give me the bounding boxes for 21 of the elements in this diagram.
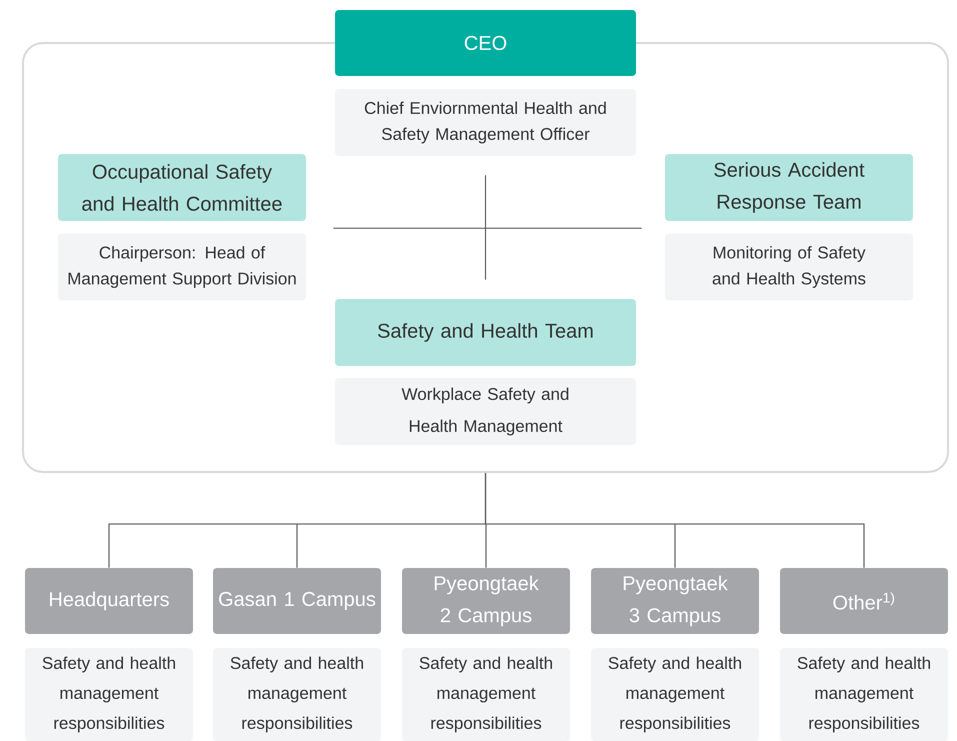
description-box: Safety and health management responsibilities xyxy=(25,648,193,741)
description-box: Safety and health management responsibilities xyxy=(591,648,759,741)
description-box: Safety and health management responsibilities xyxy=(213,648,381,741)
header-box: Gasan 1 Campus xyxy=(213,568,381,634)
description-box: Safety and health management responsibilities xyxy=(402,648,570,741)
description-box: Workplace Safety and Health Management xyxy=(335,378,636,445)
connector-line xyxy=(484,175,486,280)
header-box: Other$^{1)}$ xyxy=(780,568,948,634)
header-box: Pyeongtaek 3 Campus xyxy=(591,568,759,634)
header-box: Safety and Health Team xyxy=(335,299,636,366)
connector-line xyxy=(484,473,865,568)
connector-line xyxy=(333,228,642,229)
header-box: CEO xyxy=(335,10,636,76)
description-box: Monitoring of Safety and Health Systems xyxy=(665,234,913,300)
header-box: Occupational Safety and Health Committee xyxy=(58,154,306,221)
header-box: Headquarters xyxy=(25,568,193,634)
description-box: Safety and health management responsibilities xyxy=(780,648,948,741)
header-box: Pyeongtaek 2 Campus xyxy=(402,568,570,634)
description-box: Chief Enviornmental Health and Safety Management Officer xyxy=(335,89,636,156)
header-box: Serious Accident Response Team xyxy=(665,154,913,221)
description-box: Chairperson: Head of Management Support Division xyxy=(58,234,306,300)
